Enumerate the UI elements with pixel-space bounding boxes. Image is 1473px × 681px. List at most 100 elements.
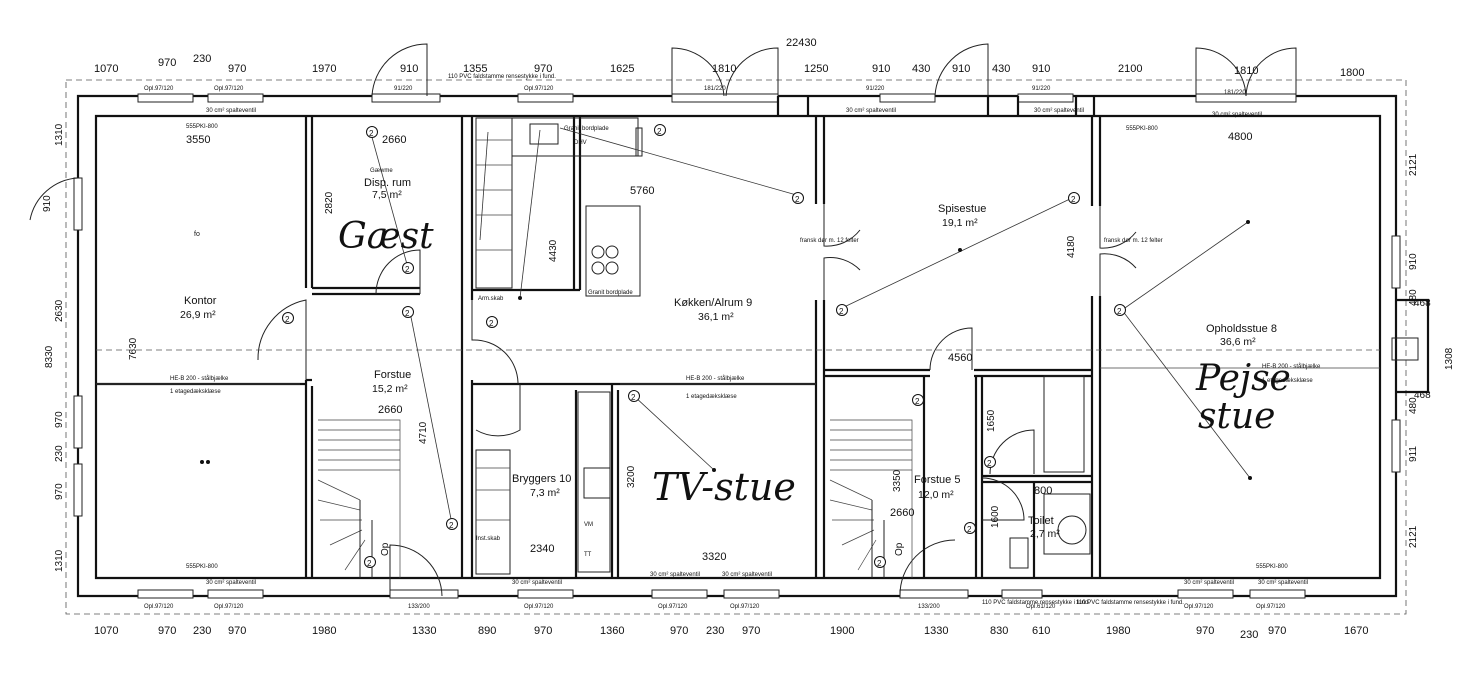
svg-text:110 PVC faldstamme rensestykke: 110 PVC faldstamme rensestykke i fund. xyxy=(982,600,1090,606)
svg-text:Granit bordplade: Granit bordplade xyxy=(564,126,609,132)
switch-icon: 2 xyxy=(1114,304,1126,316)
svg-text:4430: 4430 xyxy=(548,239,559,262)
svg-text:1670: 1670 xyxy=(1344,625,1368,637)
svg-text:TT: TT xyxy=(584,552,592,558)
svg-text:1980: 1980 xyxy=(1106,625,1130,637)
svg-text:2: 2 xyxy=(405,309,410,318)
room-kokken-name: Køkken/Alrum 9 xyxy=(674,297,752,309)
handwritten-tvstue: TV-stue xyxy=(652,465,796,509)
switch-icon: 2 xyxy=(446,518,458,530)
switch-icon: 2 xyxy=(282,312,294,324)
svg-text:2: 2 xyxy=(489,319,494,328)
svg-text:2: 2 xyxy=(367,559,372,568)
handwritten-pejse: Pejse xyxy=(1195,358,1291,399)
wiring xyxy=(369,127,1251,525)
svg-text:2121: 2121 xyxy=(1408,153,1419,176)
stairs-right xyxy=(829,419,913,578)
svg-text:30 cm² spalteventil: 30 cm² spalteventil xyxy=(512,580,562,586)
svg-text:30 cm² spalteventil: 30 cm² spalteventil xyxy=(1184,580,1234,586)
svg-text:970: 970 xyxy=(534,625,552,637)
room-forstue-area: 15,2 m² xyxy=(372,383,408,395)
svg-text:Opl.97/120: Opl.97/120 xyxy=(524,604,554,610)
svg-text:1810: 1810 xyxy=(712,63,736,75)
room-forstue5-name: Forstue 5 xyxy=(914,474,960,486)
svg-text:2660: 2660 xyxy=(378,404,402,416)
bottom-dimensions: 1070 970 230 970 1980 1330 890 970 1360 … xyxy=(94,625,1368,641)
svg-text:7630: 7630 xyxy=(128,337,139,360)
svg-text:4560: 4560 xyxy=(948,352,972,364)
svg-text:Arm.skab: Arm.skab xyxy=(478,296,504,302)
svg-text:970: 970 xyxy=(158,57,176,69)
room-bryggers-area: 7,3 m² xyxy=(530,487,560,499)
svg-text:Op: Op xyxy=(894,542,905,556)
svg-text:830: 830 xyxy=(990,625,1008,637)
interior-walls xyxy=(96,96,1102,578)
svg-text:181/220: 181/220 xyxy=(704,86,726,92)
svg-text:30 cm² spalteventil: 30 cm² spalteventil xyxy=(846,108,896,114)
svg-text:3350: 3350 xyxy=(892,469,903,492)
svg-text:970: 970 xyxy=(158,625,176,637)
svg-text:970: 970 xyxy=(228,63,246,75)
light-points xyxy=(200,220,1252,480)
right-dimensions: 2121 910 480 468 1308 480 468 911 2121 xyxy=(1408,153,1455,548)
svg-text:468: 468 xyxy=(1414,390,1431,401)
svg-text:Op: Op xyxy=(380,542,391,556)
svg-text:2: 2 xyxy=(967,525,972,534)
svg-text:1070: 1070 xyxy=(94,625,118,637)
switch-icon: 2 xyxy=(1068,192,1080,204)
svg-text:3200: 3200 xyxy=(626,465,637,488)
svg-text:890: 890 xyxy=(478,625,496,637)
exterior-doors xyxy=(29,43,1297,597)
svg-text:1650: 1650 xyxy=(986,409,997,432)
svg-text:Granit bordplade: Granit bordplade xyxy=(588,290,633,296)
svg-text:970: 970 xyxy=(670,625,688,637)
svg-text:2: 2 xyxy=(877,559,882,568)
svg-text:110 PVC faldstamme rensestykke: 110 PVC faldstamme rensestykke i fund. xyxy=(1076,600,1184,606)
switch-icon: 2 xyxy=(874,556,886,568)
svg-text:970: 970 xyxy=(1196,625,1214,637)
svg-text:1308: 1308 xyxy=(1444,347,1455,370)
svg-text:30 cm² spalteventil: 30 cm² spalteventil xyxy=(1034,108,1084,114)
svg-text:910: 910 xyxy=(1408,253,1419,270)
svg-text:2121: 2121 xyxy=(1408,525,1419,548)
svg-text:2100: 2100 xyxy=(1118,63,1142,75)
svg-text:fo: fo xyxy=(194,231,200,238)
svg-text:fransk dør m. 12 felter: fransk dør m. 12 felter xyxy=(800,238,859,244)
svg-text:1900: 1900 xyxy=(830,625,854,637)
svg-text:555PKI-800: 555PKI-800 xyxy=(186,124,218,130)
svg-text:1310: 1310 xyxy=(54,123,65,146)
svg-text:230: 230 xyxy=(54,445,65,462)
svg-text:30 cm² spalteventil: 30 cm² spalteventil xyxy=(722,572,772,578)
svg-text:2: 2 xyxy=(795,195,800,204)
room-disp-name: Disp. rum xyxy=(364,177,411,189)
svg-text:Opl.97/120: Opl.97/120 xyxy=(214,604,244,610)
svg-text:Opl.97/120: Opl.97/120 xyxy=(144,86,174,92)
svg-text:230: 230 xyxy=(1240,629,1258,641)
room-kontor-area: 26,9 m² xyxy=(180,309,216,321)
svg-text:1970: 1970 xyxy=(312,63,336,75)
room-toilet-area: 2,7 m² xyxy=(1030,528,1060,540)
svg-text:230: 230 xyxy=(193,625,211,637)
interior-doors xyxy=(257,204,1137,521)
switch-symbols: 2 2 2 2 2 2 2 2 2 2 2 2 2 2 2 2 2 xyxy=(282,124,1126,568)
svg-text:468: 468 xyxy=(1414,298,1431,309)
floor-label-left: 1 etagedæksklæse xyxy=(170,389,221,395)
svg-text:800: 800 xyxy=(1034,485,1052,497)
svg-text:1250: 1250 xyxy=(804,63,828,75)
svg-text:4710: 4710 xyxy=(418,421,429,444)
room-bryggers-name: Bryggers 10 xyxy=(512,473,571,485)
floor-label-right: 1 etagedæksklæse xyxy=(1262,378,1313,384)
svg-text:910: 910 xyxy=(400,63,418,75)
room-labels: Kontor 26,9 m² Gæwme Disp. rum 7,5 m² Fo… xyxy=(180,168,1277,540)
svg-text:4180: 4180 xyxy=(1066,235,1077,258)
svg-text:2: 2 xyxy=(285,315,290,324)
svg-text:230: 230 xyxy=(193,53,211,65)
room-kokken-area: 36,1 m² xyxy=(698,311,734,323)
svg-text:910: 910 xyxy=(872,63,890,75)
svg-text:2: 2 xyxy=(657,127,662,136)
left-dimensions: 1310 910 2630 8330 7630 970 230 970 1310 xyxy=(42,123,139,572)
switch-icon: 2 xyxy=(366,126,378,138)
svg-text:480: 480 xyxy=(1408,397,1419,414)
svg-text:2: 2 xyxy=(915,397,920,406)
plan-notes: fransk dør m. 12 felter fransk dør m. 12… xyxy=(144,74,1308,610)
